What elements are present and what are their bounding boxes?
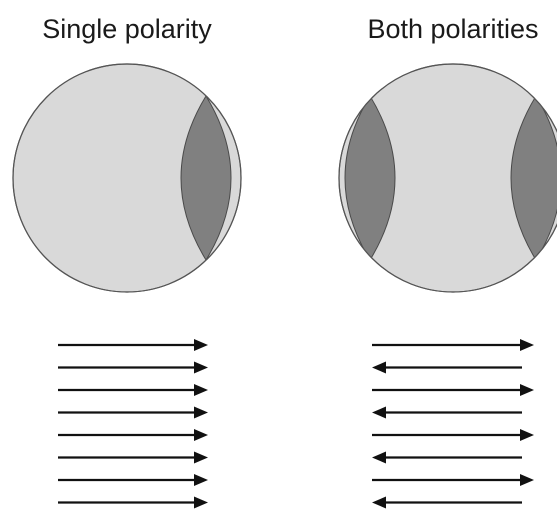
both-polarities-arrows <box>372 339 534 509</box>
arrow-right <box>372 429 534 441</box>
arrow-head <box>372 451 386 464</box>
arrow-right <box>58 339 208 351</box>
arrow-head <box>194 429 208 441</box>
arrow-head <box>372 406 386 419</box>
arrow-left <box>372 496 522 509</box>
arrow-right <box>372 339 534 351</box>
arrow-right <box>58 474 208 486</box>
both-polarities-circle <box>338 63 557 293</box>
arrow-head <box>194 361 208 374</box>
panel-single-polarity: Single polarity <box>12 14 242 509</box>
arrow-right <box>372 474 534 486</box>
arrow-right <box>58 361 208 374</box>
arrow-right <box>58 429 208 441</box>
arrow-head <box>194 496 208 509</box>
panel-both-polarities: Both polarities <box>338 14 557 509</box>
arrow-right <box>58 384 208 396</box>
arrow-head <box>194 384 208 396</box>
arrow-head <box>372 361 386 374</box>
panel-title-single: Single polarity <box>42 14 212 44</box>
arrow-head <box>372 496 386 509</box>
arrow-head <box>520 429 534 441</box>
circle-outline <box>12 63 242 293</box>
arrow-left <box>372 361 522 374</box>
panel-title-both: Both polarities <box>367 14 538 44</box>
arrow-right <box>372 384 534 396</box>
arrow-head <box>520 339 534 351</box>
arrow-head <box>194 474 208 486</box>
arrow-head <box>520 474 534 486</box>
arrow-right <box>58 496 208 509</box>
arrow-right <box>58 451 208 464</box>
single-polarity-circle <box>12 63 242 293</box>
arrow-head <box>194 339 208 351</box>
arrow-left <box>372 451 522 464</box>
arrow-left <box>372 406 522 419</box>
arrow-head <box>520 384 534 396</box>
single-polarity-arrows <box>58 339 208 509</box>
arrow-right <box>58 406 208 419</box>
arrow-head <box>194 406 208 419</box>
circle-outline <box>338 63 557 293</box>
arrow-head <box>194 451 208 464</box>
